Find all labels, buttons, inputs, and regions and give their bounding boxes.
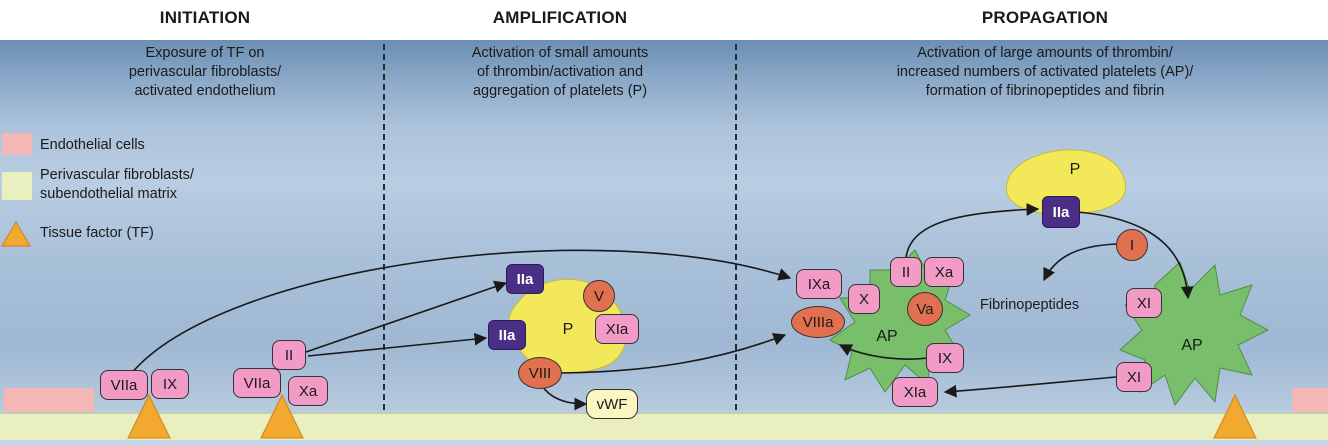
divider-amplification-propagation	[735, 44, 737, 410]
factor-v: V	[583, 280, 615, 312]
activated-platelet-right-label: AP	[1181, 337, 1203, 354]
divider-initiation-amplification	[383, 44, 385, 410]
legend-swatch-endothelial	[2, 133, 32, 155]
phase-title-amplification: AMPLIFICATION	[492, 8, 628, 27]
legend-label-endothelial: Endothelial cells	[40, 137, 145, 153]
arrow-ii-to-iia-top	[305, 280, 508, 353]
subendothelial-matrix	[0, 413, 1328, 440]
fibrinogen-i: I	[1116, 229, 1148, 261]
factor-xia-propagation: XIa	[892, 377, 938, 407]
propagation-description: Activation of large amounts of thrombin/…	[896, 45, 1194, 99]
von-willebrand-factor: vWF	[586, 389, 638, 419]
factor-viii: VIII	[518, 357, 562, 389]
factor-xi-top: XI	[1126, 288, 1162, 318]
thrombin-iia-top: IIa	[506, 264, 544, 294]
phase-title-propagation: PROPAGATION	[981, 8, 1109, 27]
arrow-iia-to-ap	[1077, 211, 1194, 300]
arrow-viii-to-viiia	[559, 333, 787, 374]
activated-platelet-left-label: AP	[876, 328, 898, 345]
platelet-propagation-label: P	[1069, 161, 1081, 178]
tissue-factor-triangle-1	[127, 393, 171, 439]
factor-xia-amplification: XIa	[595, 314, 639, 344]
tissue-factor-triangle-2	[260, 393, 304, 439]
factor-viiia: VIIIa	[791, 306, 845, 338]
arrow-ii-to-iia-mid	[307, 332, 488, 357]
fibrinopeptides-label: Fibrinopeptides	[980, 297, 1080, 313]
phase-title-initiation: INITIATION	[159, 8, 251, 27]
factor-x: X	[848, 284, 880, 314]
factor-xa-initiation: Xa	[288, 376, 328, 406]
endothelial-cell-left	[4, 388, 94, 412]
factor-va: Va	[907, 292, 943, 326]
factor-viia-1: VIIa	[100, 370, 148, 400]
arrow-i-to-fibrinopeptides	[1043, 243, 1117, 282]
legend-label-matrix: Perivascular fibroblasts/subendothelial …	[40, 167, 194, 202]
factor-ix-propagation: IX	[926, 343, 964, 373]
platelet-amplification-label: P	[562, 321, 574, 338]
arrow-xi-to-xia	[943, 376, 1117, 398]
factor-ii-propagation: II	[890, 257, 922, 287]
factor-xa-propagation: Xa	[924, 257, 964, 287]
factor-viia-2: VIIa	[233, 368, 281, 398]
factor-ii-initiation: II	[272, 340, 306, 370]
thrombin-iia-propagation: IIa	[1042, 196, 1080, 228]
arrow-viia-to-ixa	[129, 249, 792, 376]
thrombin-iia-mid: IIa	[488, 320, 526, 350]
arrow-prothrombinase-to-iia	[905, 203, 1040, 259]
platelet-propagation	[1006, 149, 1126, 215]
factor-ix-initiation: IX	[151, 369, 189, 399]
legend-label-tissue-factor: Tissue factor (TF)	[40, 225, 154, 241]
factor-ixa: IXa	[796, 269, 842, 299]
tissue-factor-triangle-3	[1213, 393, 1257, 439]
endothelial-cell-right	[1292, 388, 1328, 412]
legend-swatch-matrix	[2, 172, 32, 200]
arrow-ix-to-viiia	[838, 344, 929, 360]
factor-xi-bottom: XI	[1116, 362, 1152, 392]
